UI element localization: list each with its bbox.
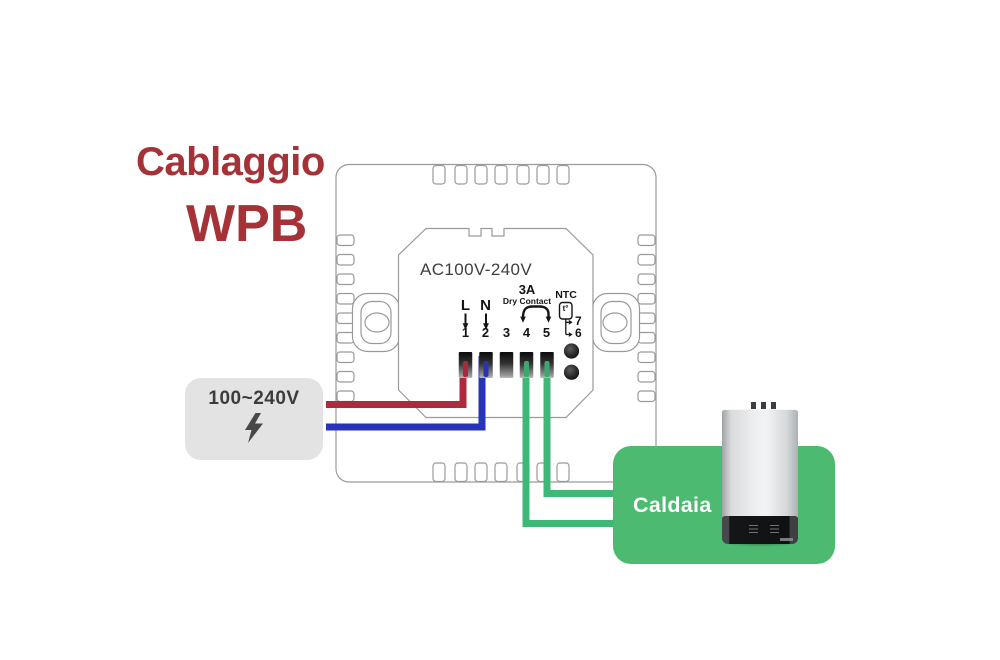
boiler-body [722, 409, 798, 517]
terminal-block-3 [499, 352, 514, 378]
boiler-wire-terminal4 [522, 356, 630, 527]
right-mounting-ear [591, 292, 641, 353]
relay-rating-label: 3A [518, 282, 536, 297]
terminal-number-5: 5 [542, 325, 551, 340]
terminal-direction-arrows [462, 313, 489, 330]
boiler-panel-buttons [749, 525, 758, 534]
voltage-rating-label: AC100V-240V [420, 260, 533, 279]
boiler-wire-terminal5 [543, 356, 630, 497]
boiler-panel-buttons [770, 525, 779, 534]
boiler-pipe [761, 402, 766, 412]
sensor-symbol-label: t° [562, 304, 569, 313]
boiler-control-panel [722, 516, 798, 544]
terminal-number-2: 2 [481, 325, 490, 340]
screw-hole-upper [563, 343, 580, 359]
relay-contact-symbol [520, 305, 552, 323]
boiler-label: Caldaia [633, 493, 712, 517]
screw-hole-lower [563, 364, 580, 380]
ntc-label: NTC [555, 289, 577, 301]
terminal-number-6: 6 [575, 326, 582, 340]
left-mounting-ear [351, 292, 401, 353]
boiler-image [720, 402, 800, 547]
terminal-number-4: 4 [522, 325, 531, 340]
terminal-neutral-label: N [480, 297, 491, 314]
terminal-number-7: 7 [575, 314, 582, 328]
page-title: Cablaggio [136, 140, 325, 184]
terminal-live-label: L [460, 297, 471, 314]
boiler-pipe [771, 402, 776, 412]
model-name: WPB [186, 195, 308, 253]
dry-contact-label: Dry Contact [502, 296, 552, 306]
boiler-brand-mark [780, 538, 793, 541]
neutral-wire [326, 356, 486, 431]
terminal-number-1: 1 [461, 325, 470, 340]
right-vent-slots [637, 234, 656, 403]
terminal-number-3: 3 [502, 325, 511, 340]
power-supply-box: 100~240V [185, 378, 323, 460]
top-vent-slots [432, 164, 570, 185]
temperature-sensor-icon [558, 301, 573, 337]
power-supply-voltage-label: 100~240V [208, 388, 300, 409]
inner-module-outline [397, 227, 594, 419]
terminal-blocks [458, 352, 554, 378]
boiler-pipe [751, 402, 756, 412]
thermostat-backplate [335, 163, 657, 483]
left-vent-slots [336, 234, 355, 403]
lightning-bolt-icon [245, 413, 263, 443]
